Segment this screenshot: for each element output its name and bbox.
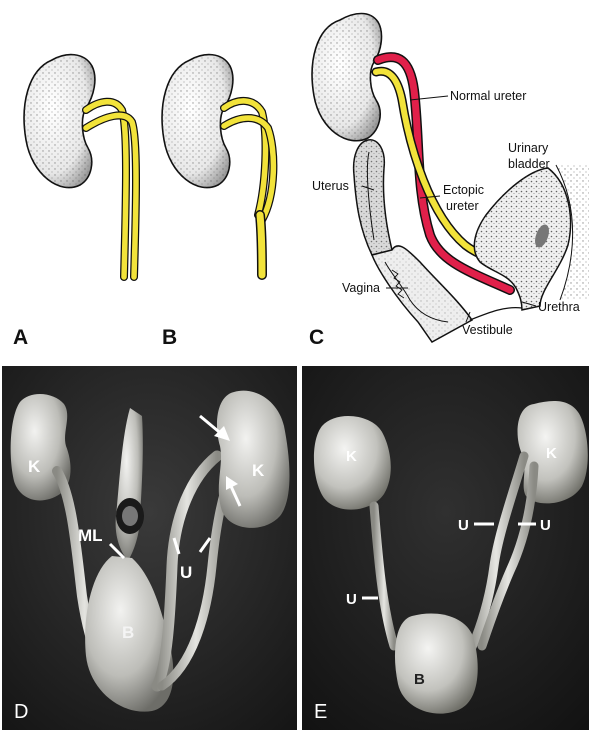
- d-ureter-right-1: [151, 450, 223, 692]
- e-label-bladder: B: [414, 671, 425, 688]
- panel-c-diagram: Normal ureter Urinary bladder Uterus Ect…: [311, 12, 589, 343]
- e-label-ureter-3: U: [346, 591, 357, 608]
- panel-a-diagram: [23, 53, 140, 281]
- e-label-ureter-2: U: [540, 517, 551, 534]
- label-normal-ureter: Normal ureter: [450, 89, 526, 103]
- label-vestibule: Vestibule: [462, 323, 513, 337]
- label-ectopic-ureter-2: ureter: [446, 199, 479, 213]
- panel-letter-a: A: [13, 326, 29, 349]
- d-label-ureter: U: [180, 563, 192, 582]
- label-urinary-bladder-1: Urinary: [508, 141, 549, 155]
- label-ectopic-ureter-1: Ectopic: [443, 183, 484, 197]
- e-ureter-left: [369, 501, 399, 651]
- panel-letter-c: C: [309, 326, 325, 349]
- d-label-kidney-left: K: [28, 457, 41, 476]
- d-arrow-lower: [226, 476, 242, 507]
- photo-panel-d: K K ML U B D: [2, 366, 297, 730]
- panel-letter-b: B: [162, 326, 178, 349]
- e-label-ureter-1: U: [458, 517, 469, 534]
- e-label-kidney-left: K: [346, 448, 357, 465]
- e-kidney-left: [313, 415, 391, 510]
- e-bladder: [394, 613, 478, 714]
- e-ureter-right-1: [463, 451, 529, 661]
- e-label-kidney-right: K: [546, 445, 557, 462]
- d-panel-letter: D: [14, 701, 28, 723]
- e-ureter-right-2: [477, 461, 539, 651]
- label-urethra: Urethra: [538, 300, 580, 314]
- photo-panel-e: K K U U U B E: [302, 366, 589, 730]
- panel-b-diagram: [161, 53, 278, 280]
- d-label-bladder: B: [122, 623, 134, 642]
- label-urinary-bladder-2: bladder: [508, 157, 550, 171]
- diagram-row: Normal ureter Urinary bladder Uterus Ect…: [23, 12, 589, 343]
- d-label-ml: ML: [78, 526, 103, 545]
- d-bladder: [85, 556, 174, 712]
- label-uterus: Uterus: [312, 179, 349, 193]
- d-arrow-upper: [199, 414, 230, 441]
- e-panel-letter: E: [314, 701, 327, 723]
- d-label-kidney-right: K: [252, 461, 265, 480]
- label-vagina: Vagina: [342, 281, 380, 295]
